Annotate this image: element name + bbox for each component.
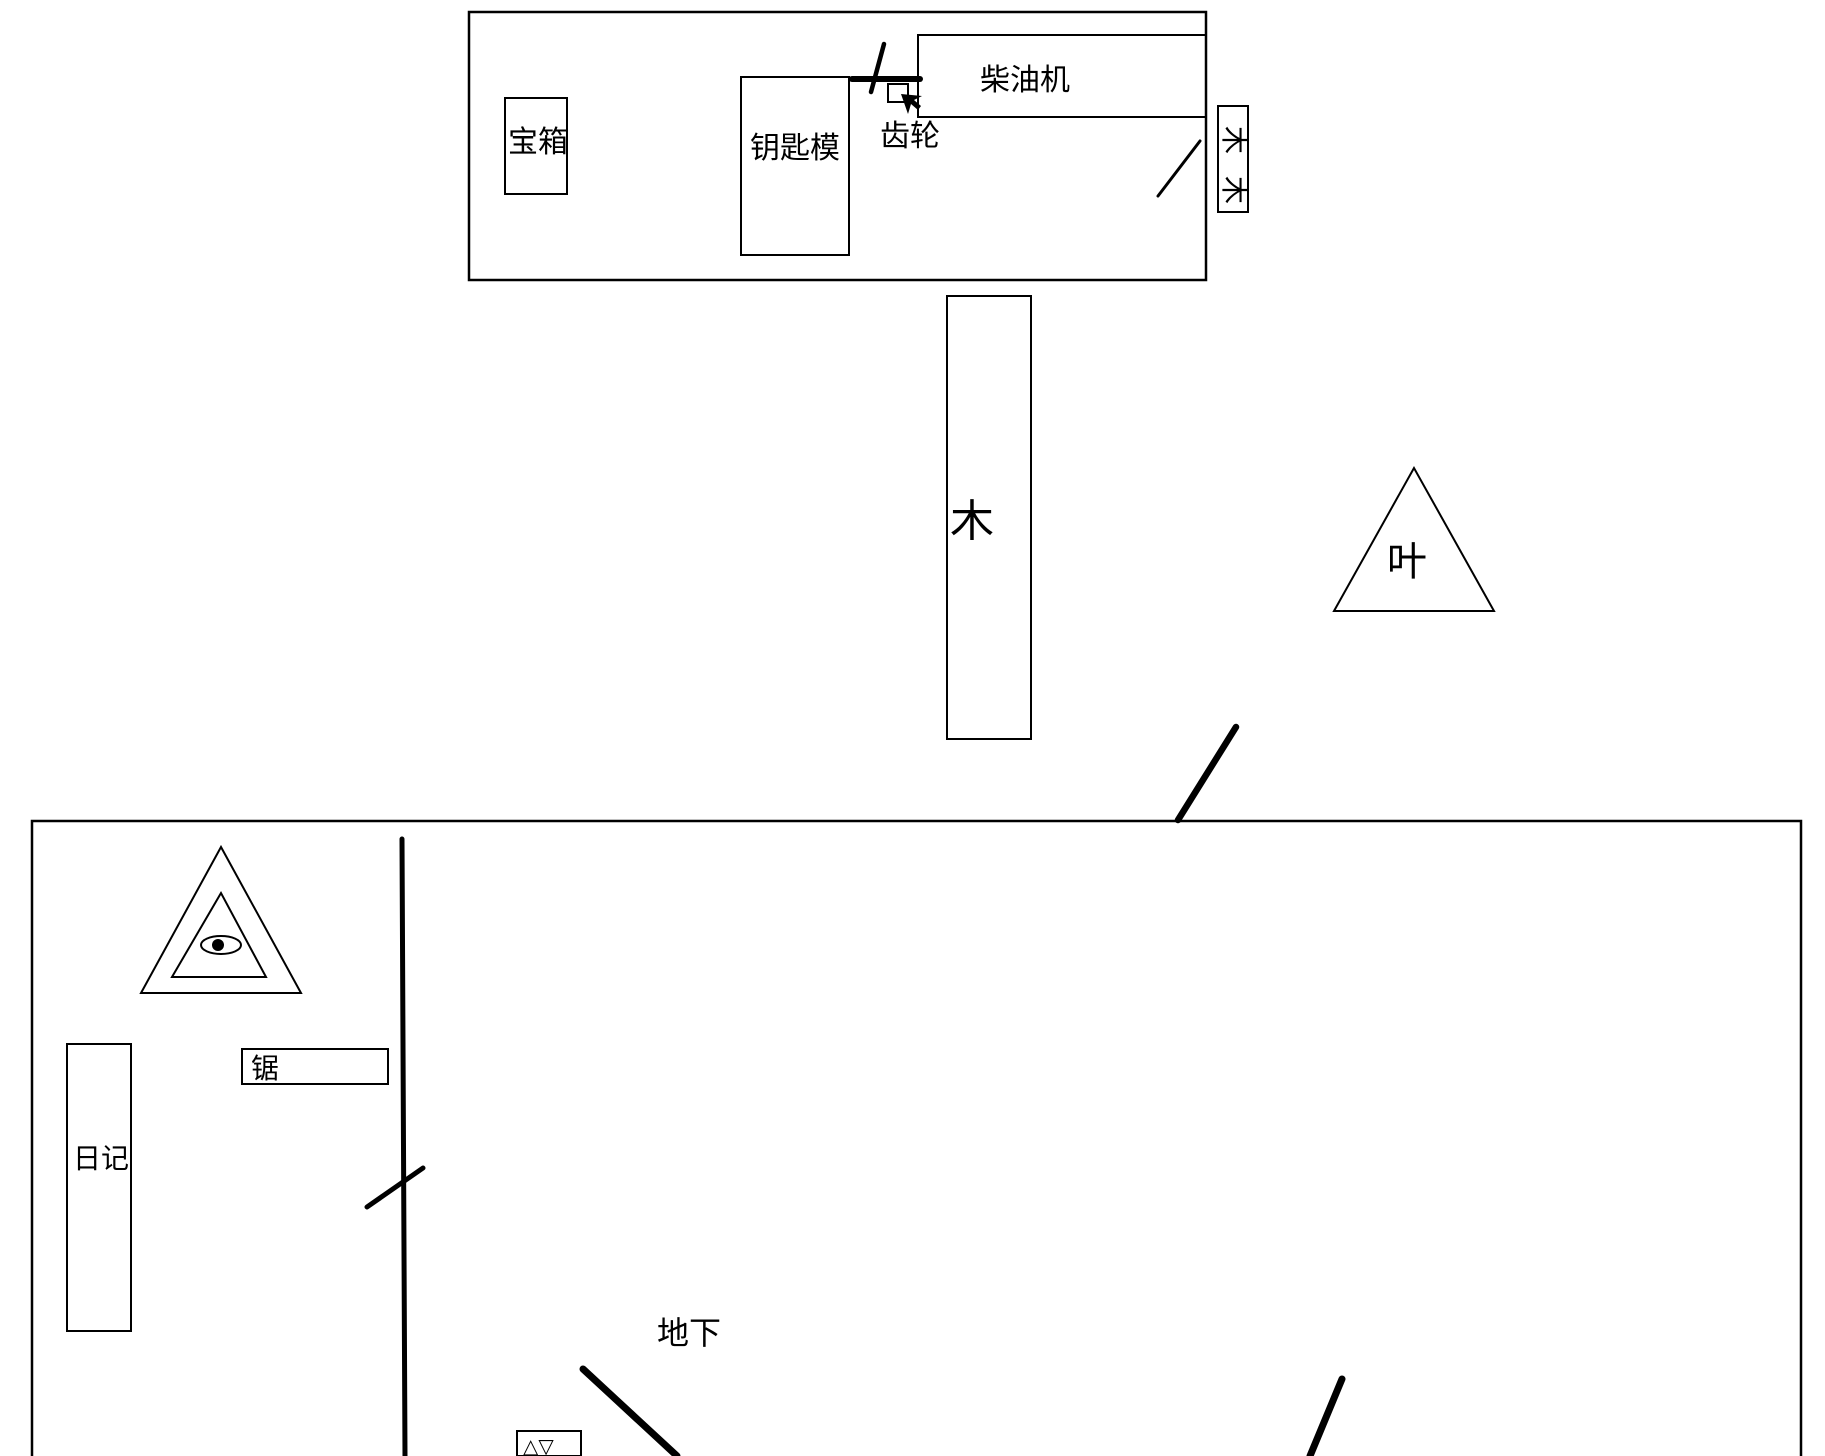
- lower-room-outline: [30, 819, 1803, 1456]
- door-cross-mark: [868, 41, 887, 95]
- entrance-door-mark: [1174, 723, 1240, 824]
- underground-door-mark-left: [579, 1365, 681, 1456]
- wall-door-mark: [364, 1165, 426, 1210]
- lower-room: 锯 日记 地下 △▽: [30, 819, 1803, 1456]
- leaf-triangle[interactable]: [1332, 465, 1496, 612]
- eye-inner-triangle: [170, 890, 268, 978]
- eye-pupil-icon: [212, 939, 224, 951]
- chest-box[interactable]: [504, 97, 568, 195]
- side-box-label-2: 木: [1218, 176, 1251, 204]
- eye-triangle-symbol[interactable]: [139, 844, 303, 994]
- upper-room-outline: [467, 10, 1208, 282]
- pointer-icon: [901, 94, 922, 114]
- leaf-label: 叶: [1387, 539, 1427, 585]
- gear-box[interactable]: [887, 83, 909, 103]
- eye-icon: [200, 935, 242, 955]
- key-mold-label: 钥匙模: [750, 131, 840, 166]
- underground-door-mark-right: [1306, 1375, 1346, 1456]
- symbol-box-label: △▽: [523, 1434, 554, 1456]
- door-diagonal-mark: [1156, 139, 1202, 198]
- gear-label: 齿轮: [880, 119, 940, 154]
- upper-room: 宝箱 钥匙模 柴油机 齿轮 木 木: [467, 10, 1251, 282]
- side-box[interactable]: [1217, 105, 1249, 213]
- symbol-box[interactable]: [516, 1430, 582, 1456]
- underground-label: 地下: [657, 1314, 721, 1352]
- chest-label: 宝箱: [508, 125, 568, 160]
- diary-box[interactable]: [66, 1043, 132, 1332]
- saw-label: 锯: [251, 1052, 279, 1085]
- eye-outer-triangle: [139, 844, 303, 994]
- saw-box[interactable]: [241, 1048, 389, 1085]
- wood-label: 木: [950, 496, 994, 547]
- wood-plank[interactable]: [946, 295, 1032, 740]
- diary-label: 日记: [73, 1142, 129, 1175]
- interior-wall: [399, 836, 408, 1456]
- diesel-engine-label: 柴油机: [980, 63, 1070, 98]
- side-box-label-1: 木: [1218, 126, 1251, 154]
- key-mold-box[interactable]: [740, 76, 850, 256]
